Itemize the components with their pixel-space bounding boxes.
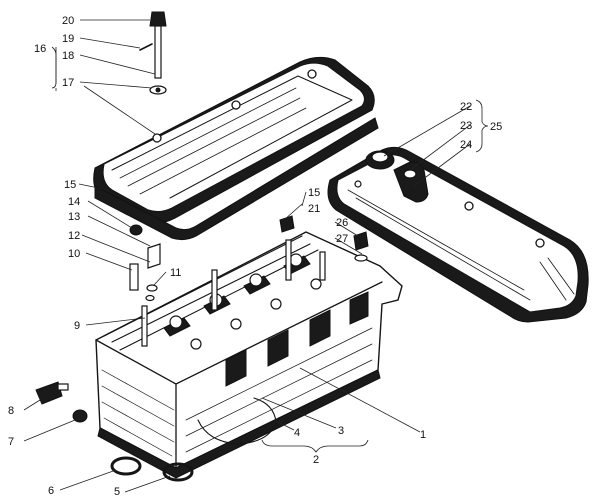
callout-1: 1 [420,429,426,441]
callout-16: 16 [34,43,46,55]
breather-cap [365,150,429,203]
head-gasket-ring [197,397,277,445]
callout-8: 8 [8,405,14,417]
callout-20: 20 [62,15,74,27]
callout-24: 24 [460,139,472,151]
callout-13: 13 [68,211,80,223]
right-small-parts [279,215,369,262]
callout-17: 17 [62,77,74,89]
callout-5: 5 [114,486,120,498]
callout-15-right: 15 [308,187,320,199]
leader-lines [23,19,489,493]
callout-4: 4 [294,427,300,439]
callout-2: 2 [313,454,319,466]
callout-18: 18 [62,50,74,62]
callout-labels: 20 19 16 18 17 15 14 13 12 10 11 9 8 7 6… [8,15,502,498]
callout-27: 27 [336,233,348,245]
callout-9: 9 [74,320,80,332]
callout-12: 12 [68,230,80,242]
callout-15-left: 15 [64,179,76,191]
left-small-parts [129,224,161,302]
bottom-left-parts [35,381,194,482]
callout-26: 26 [336,217,348,229]
callout-23: 23 [460,120,472,132]
callout-14: 14 [68,196,80,208]
callout-10: 10 [68,248,80,260]
bolt-stack [139,11,167,95]
callout-3: 3 [338,425,344,437]
callout-19: 19 [62,33,74,45]
callout-21: 21 [308,203,320,215]
right-valve-cover [327,146,589,323]
callout-11: 11 [170,267,181,279]
callout-7: 7 [8,436,14,448]
left-valve-cover [93,56,379,241]
head-studs [141,239,326,347]
callout-6: 6 [48,485,54,497]
callout-25: 25 [490,121,502,133]
rocker-assembly [163,253,322,350]
cylinder-head [95,231,403,479]
callout-22: 22 [460,101,472,113]
